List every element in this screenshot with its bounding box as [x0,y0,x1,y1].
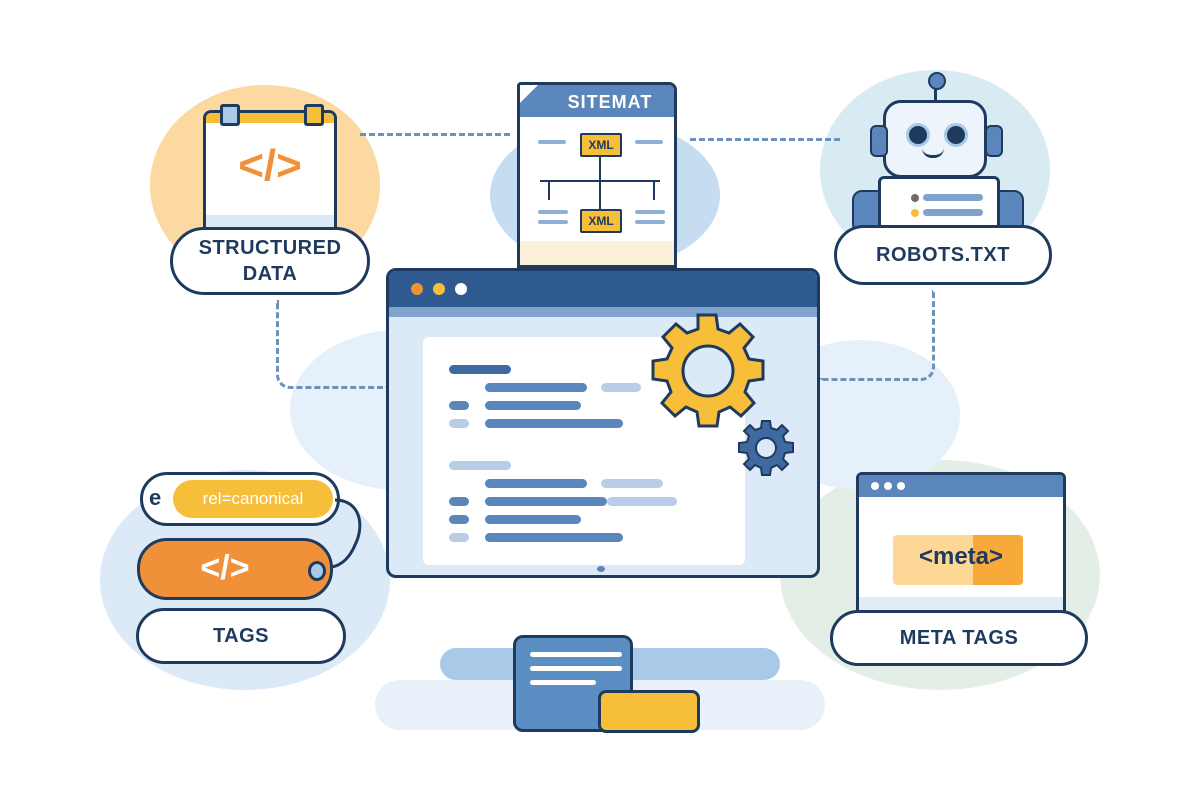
code-tag-hole [308,561,326,581]
robot-eye-right [944,123,968,147]
content-heading [449,365,511,374]
structured-data-label[interactable]: STRUCTURED DATA [170,227,370,295]
sitemap-line [538,140,566,144]
structured-data-code-icon: </> [238,141,302,190]
robot-ear-right [985,125,1003,157]
content-bullet [449,515,469,524]
structured-data-card-header [206,113,334,123]
meta-browser-dot [884,482,892,490]
meta-browser-titlebar [859,475,1063,497]
robot-antenna-stem [934,88,937,102]
content-bullet [449,419,469,428]
robots-txt-label[interactable]: ROBOTS.TXT [834,225,1052,285]
meta-browser-dot [897,482,905,490]
sitemap-tree-left [548,180,550,200]
structured-data-card: </> [203,110,337,240]
connector-structured-to-sitemap [360,133,510,136]
connector-robot-to-browser [820,290,935,381]
content-line [601,479,663,488]
sitemap-line [635,140,663,144]
sitemap-tree-vertical [599,155,601,211]
content-bullet [449,533,469,542]
robot-panel-line [923,209,983,216]
robot-eye-left [906,123,930,147]
card-line [530,666,622,671]
sitemap-tree-horizontal [540,180,660,182]
gear-small-icon [738,420,794,476]
card-line [530,680,596,685]
sitemap-line [635,220,665,224]
content-line [485,479,587,488]
browser-window[interactable] [386,268,820,578]
tag-connector-cord [331,498,362,569]
browser-scroll-indicator[interactable] [597,566,605,572]
code-tag[interactable]: </> [137,538,333,600]
content-line [485,419,623,428]
xml-badge-bottom: XML [580,209,622,233]
sitemap-line [538,210,568,214]
content-line [485,497,607,506]
connector-structured-to-browser [276,300,389,389]
binder-clip-right-icon [304,104,324,126]
content-line [601,383,641,392]
meta-browser-dot [871,482,879,490]
browser-dot-maximize[interactable] [455,283,467,295]
browser-toolbar [389,307,817,317]
bottom-yellow-folder [598,690,700,733]
sitemap-footer [520,241,674,265]
sitemap-line [635,210,665,214]
robot-head-icon[interactable] [883,100,987,178]
sitemap-tree-right [653,180,655,200]
gear-large-icon [651,313,765,428]
content-line [485,401,581,410]
structured-data-label-line2: DATA [242,263,298,285]
robot-antenna-ball-icon [928,72,946,90]
connector-sitemap-to-robot [690,138,840,141]
browser-titlebar [389,271,817,307]
binder-clip-left-icon [220,104,240,126]
code-tag-icon: </> [200,549,250,587]
content-bullet [449,401,469,410]
robot-mouth [922,147,944,158]
canonical-tag-container: e rel=canonical [140,472,340,526]
sitemap-document[interactable]: SITEMAT XML XML [517,82,677,268]
content-line [485,383,587,392]
sitemap-title: SITEMAT [567,92,653,112]
xml-badge-top: XML [580,133,622,157]
meta-tag-text: <meta> [918,543,1004,570]
robot-panel-line [923,194,983,201]
content-line [485,515,581,524]
meta-tag-badge-accent [973,535,1023,585]
content-bullet [449,497,469,506]
sitemap-fold [520,85,541,106]
structured-data-label-line1: STRUCTURED [198,237,342,259]
canonical-prefix-icon: e [149,485,162,510]
sitemap-line [538,220,568,224]
canonical-tag[interactable]: rel=canonical [173,480,333,518]
card-line [530,652,622,657]
content-line [607,497,677,506]
robot-panel-dot [911,194,919,202]
browser-dot-minimize[interactable] [433,283,445,295]
meta-tag-badge [893,535,1023,585]
meta-tags-label[interactable]: META TAGS [830,610,1088,666]
browser-dot-close[interactable] [411,283,423,295]
content-line [485,533,623,542]
meta-browser-window: <meta> [856,472,1066,622]
content-subheading [449,461,511,470]
robot-panel-dot [911,209,919,217]
tags-label[interactable]: TAGS [136,608,346,664]
sitemap-header [520,85,674,117]
robot-ear-left [870,125,888,157]
